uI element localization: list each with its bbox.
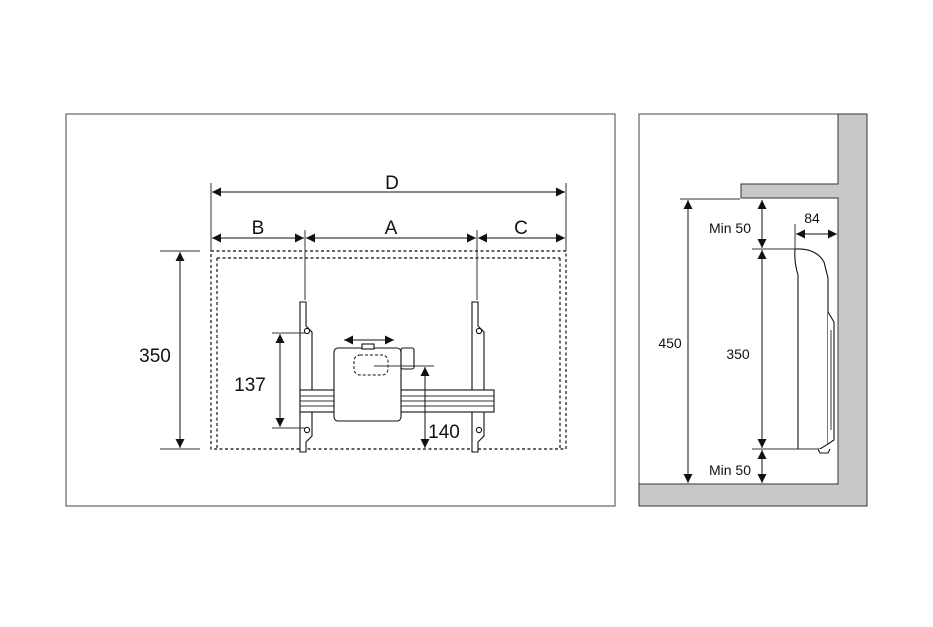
dimension-d: D bbox=[210, 173, 567, 251]
dimension-bac: B A C bbox=[212, 218, 565, 300]
heater-side-profile bbox=[794, 248, 835, 454]
label-d: D bbox=[385, 173, 399, 194]
side-view: 84 Min 50 450 350 Min 50 bbox=[638, 113, 868, 507]
dimension-bracket-140: 140 bbox=[374, 365, 460, 448]
dimension-min-top: Min 50 bbox=[680, 198, 795, 250]
label-min-bottom: Min 50 bbox=[709, 462, 751, 478]
mounting-bracket-left bbox=[299, 301, 313, 453]
dimension-min-bottom: Min 50 bbox=[709, 448, 818, 483]
dimension-height-350-side: 350 bbox=[726, 250, 767, 448]
wall-profile bbox=[638, 113, 868, 507]
label-side-350: 350 bbox=[726, 346, 750, 362]
mounting-bracket-right bbox=[471, 301, 485, 453]
label-height-350: 350 bbox=[139, 346, 171, 367]
dimension-bracket-137: 137 bbox=[234, 332, 306, 429]
heater-outline-dashed bbox=[210, 250, 567, 450]
dimension-depth-84: 84 bbox=[794, 210, 837, 249]
label-b: B bbox=[252, 218, 265, 239]
dimension-height-350: 350 bbox=[139, 250, 200, 450]
dimension-height-450: 450 bbox=[658, 200, 693, 483]
label-min-top: Min 50 bbox=[709, 220, 751, 236]
label-84: 84 bbox=[804, 210, 820, 226]
front-view-frame bbox=[65, 113, 616, 507]
label-140: 140 bbox=[428, 422, 460, 443]
label-137: 137 bbox=[234, 375, 266, 396]
label-c: C bbox=[514, 218, 528, 239]
label-a: A bbox=[385, 218, 398, 239]
label-450: 450 bbox=[658, 335, 682, 351]
front-view: D B A C 350 bbox=[65, 113, 616, 507]
side-view-frame bbox=[638, 113, 868, 507]
